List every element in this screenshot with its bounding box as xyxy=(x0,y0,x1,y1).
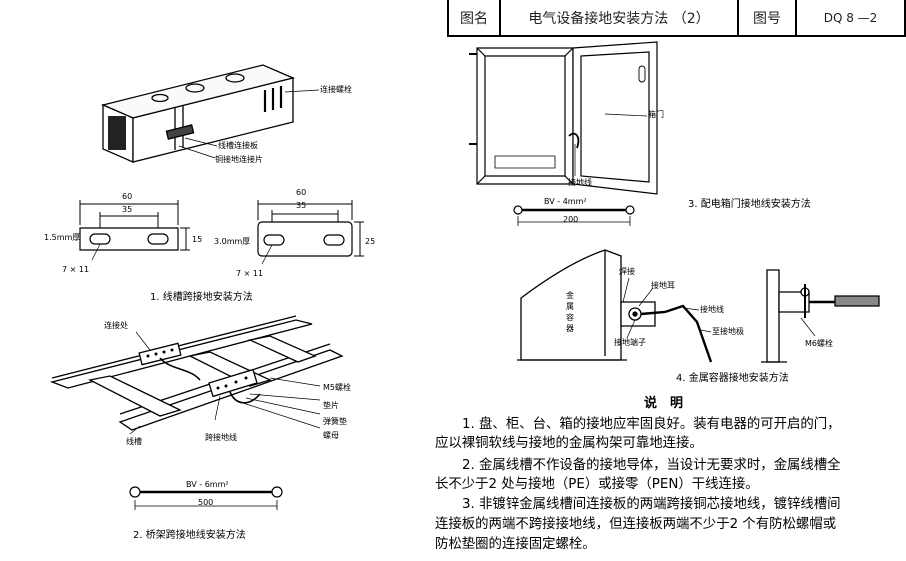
fig1-label-plate: 线槽连接板 xyxy=(218,141,258,150)
fig2-label-jumper: 跨接地线 xyxy=(205,433,237,442)
fig4-label-weld: 焊接 xyxy=(619,267,635,276)
fig2-wire-drawing xyxy=(125,482,295,512)
fig1-right-thickness: 3.0mm厚 xyxy=(214,237,251,246)
fig1-left-dim-inner: 35 xyxy=(122,205,133,214)
fig1-right-plate-drawing xyxy=(256,192,376,272)
fig1-left-height: 15 xyxy=(192,235,203,244)
fig3-wire-spec: BV - 4mm² xyxy=(544,197,587,206)
fig1-left-dim-overall: 60 xyxy=(122,192,133,201)
fig3-wire-drawing xyxy=(510,198,640,228)
fig1-right-dim-inner: 35 xyxy=(296,201,307,210)
fig1-trunking-drawing xyxy=(95,50,325,170)
fig1-left-thickness: 1.5mm厚 xyxy=(44,233,81,242)
drawing-name-label: 图名 xyxy=(449,0,501,35)
fig1-right-dim-overall: 60 xyxy=(296,188,307,197)
fig4-label-terminal: 接地端子 xyxy=(614,338,646,347)
fig1-right-height: 25 xyxy=(365,237,376,246)
description-line-7: 防松垫圈的连接固定螺栓。 xyxy=(435,537,596,552)
description-line-5: 3. 非镀锌金属线槽间连接板的两端跨接铜芯接地线，镀锌线槽间 xyxy=(462,497,841,512)
fig4-label-bolt: M6螺栓 xyxy=(805,339,833,348)
fig4-label-lug: 接地耳 xyxy=(651,281,675,290)
fig2-label-joint: 连接处 xyxy=(104,321,128,330)
fig4-container-drawing xyxy=(515,240,895,370)
description-line-4: 长不少于2 处与接地（PE）或接零（PEN）干线连接。 xyxy=(435,477,759,492)
fig2-label-washer: 垫片 xyxy=(323,401,339,410)
description-line-1: 1. 盘、柜、台、箱的接地应牢固良好。装有电器的可开启的门， xyxy=(462,417,841,432)
fig3-caption: 3. 配电箱门接地线安装方法 xyxy=(688,199,811,210)
drawing-number-value: DQ 8 —2 xyxy=(823,10,878,25)
description-line-6: 连接板的两端不跨接接地线，但连接板两端不少于2 个有防松螺帽或 xyxy=(435,517,837,532)
fig4-caption: 4. 金属容器接地安装方法 xyxy=(676,373,789,384)
fig2-label-tray: 线槽 xyxy=(126,437,142,446)
fig2-wire-length: 500 xyxy=(198,498,214,507)
fig3-wire-length: 200 xyxy=(563,215,579,224)
drawing-name-value: 电气设备接地安装方法 （2） xyxy=(501,0,739,35)
fig2-tray-drawing xyxy=(50,310,350,435)
fig1-left-hole: 7 × 11 xyxy=(62,265,90,274)
fig4-label-ground-wire: 接地线 xyxy=(700,305,724,314)
fig3-label-door: 箱门 xyxy=(648,110,664,119)
fig1-right-hole: 7 × 11 xyxy=(236,269,264,278)
fig3-label-ground-wire: 接地线 xyxy=(568,178,592,187)
fig1-caption: 1. 线槽跨接地安装方法 xyxy=(150,292,253,303)
fig2-label-bolt: M5螺栓 xyxy=(323,383,351,392)
fig1-label-bolt: 连接螺栓 xyxy=(320,85,352,94)
description-line-3: 2. 金属线槽不作设备的接地导体，当设计无要求时，金属线槽全 xyxy=(462,458,841,473)
fig2-wire-spec: BV - 6mm² xyxy=(186,480,229,489)
fig4-label-to-electrode: 至接地极 xyxy=(712,327,744,336)
fig2-label-spring-washer: 弹簧垫 xyxy=(323,417,347,426)
fig2-caption: 2. 桥架跨接地线安装方法 xyxy=(133,530,246,541)
description-heading: 说 明 xyxy=(644,396,684,411)
fig1-label-strip: 铜接地连接片 xyxy=(215,155,263,164)
title-block: 图名 电气设备接地安装方法 （2） 图号 DQ 8 —2 xyxy=(447,0,906,37)
drawing-number-label: 图号 xyxy=(739,0,797,35)
description-line-2: 应以裸铜软线与接地的金属构架可靠地连接。 xyxy=(435,436,703,451)
fig2-label-nut: 螺母 xyxy=(323,431,339,440)
fig4-label-container: 金属容器 xyxy=(566,291,574,333)
fig3-cabinet-drawing xyxy=(465,44,665,194)
fig1-left-plate-drawing xyxy=(78,190,198,265)
